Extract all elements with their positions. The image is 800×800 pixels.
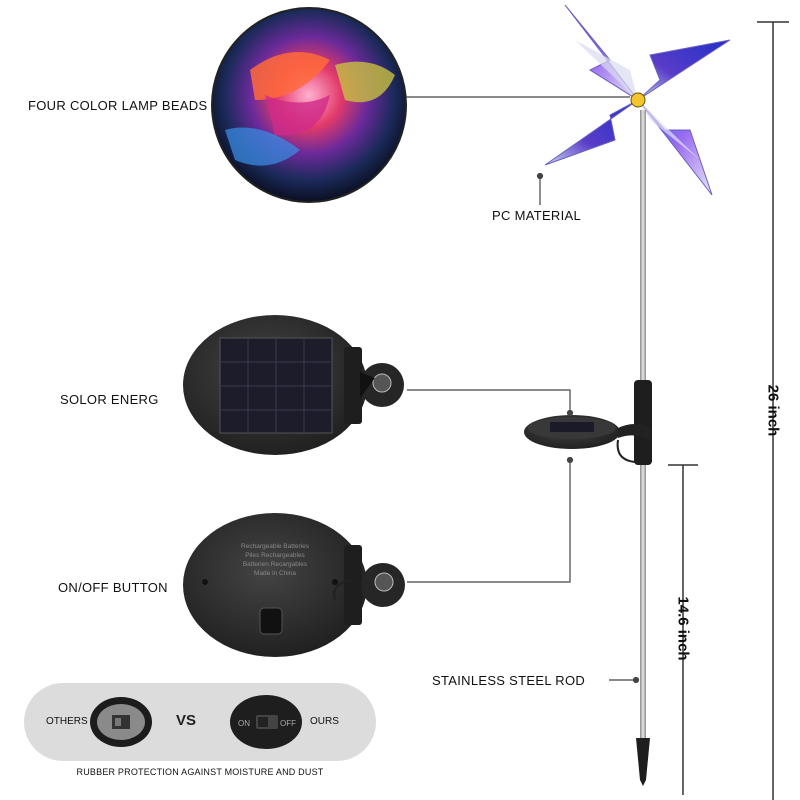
switch-off-text: OFF xyxy=(280,719,296,728)
pc-material-label: PC MATERIAL xyxy=(492,208,582,223)
rod-label: STAINLESS STEEL ROD xyxy=(432,673,586,688)
battery-line: Batterien Recargables xyxy=(242,561,308,568)
leader-lines xyxy=(406,96,640,684)
total-height-label: 26 inch xyxy=(764,384,782,437)
vs-label: VS xyxy=(176,712,197,729)
onoff-closeup xyxy=(183,513,405,657)
dimension-lines xyxy=(668,21,789,800)
ground-spike xyxy=(636,738,650,786)
others-label: OTHERS xyxy=(46,716,88,727)
onoff-label: ON/OFF BUTTON xyxy=(58,580,168,595)
rubber-caption: RUBBER PROTECTION AGAINST MOISTURE AND D… xyxy=(76,767,324,777)
battery-line: Piles Rechargeables xyxy=(245,552,305,559)
solar-label: SOLOR ENERG xyxy=(60,392,159,407)
others-switch-image xyxy=(90,697,152,747)
comparison-panel: OTHERS VS ON OFF OURS xyxy=(24,683,376,761)
lamp-beads-label: FOUR COLOR LAMP BEADS xyxy=(28,98,208,113)
rod-solar-unit xyxy=(524,380,652,465)
pinwheel xyxy=(544,4,731,196)
lamp-beads-closeup xyxy=(211,7,407,203)
battery-text: Rechargeable Batteries Piles Rechargeabl… xyxy=(220,542,330,578)
ours-label: OURS xyxy=(310,716,339,727)
ours-switch-image: ON OFF xyxy=(230,695,302,749)
switch-on-text: ON xyxy=(238,719,250,728)
battery-line: Rechargeable Batteries xyxy=(241,543,309,550)
rod-height-label: 14.6 inch xyxy=(674,596,692,661)
battery-line: Made in China xyxy=(254,570,296,577)
solar-panel-closeup xyxy=(183,315,404,455)
